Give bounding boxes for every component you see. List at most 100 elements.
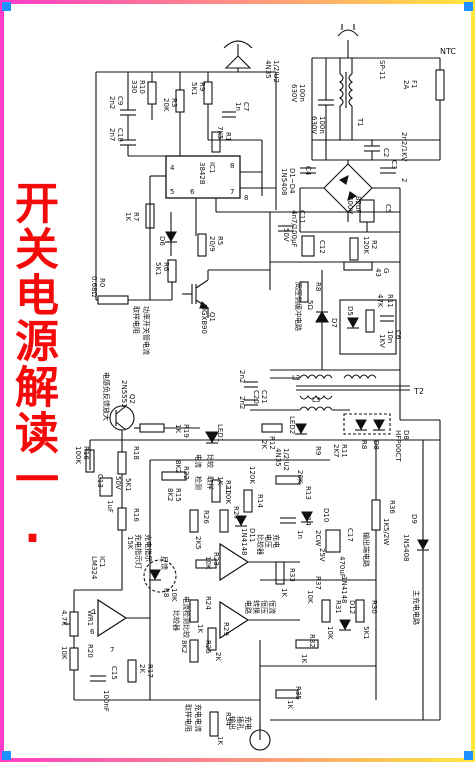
label-r3: R3 — [170, 98, 178, 107]
resistor-r5 — [197, 233, 207, 257]
diode-d9 — [417, 539, 429, 551]
pin-8: 8 — [230, 162, 234, 170]
capacitor-c1 — [318, 58, 334, 160]
label-r18: R18 — [132, 446, 140, 460]
label-charge-sample: 取样电阻 — [184, 704, 193, 732]
label-c13-volt: 50V — [114, 476, 122, 490]
resistor-r4-group — [343, 261, 373, 271]
resistor-r7 — [145, 203, 155, 229]
label-c1-value: 630V — [290, 84, 298, 102]
label-r11-value: 47K — [376, 294, 384, 308]
label-t2: T2 — [413, 387, 424, 396]
resistor-r1 — [211, 131, 221, 153]
label-r1-value: 7K5 — [216, 126, 224, 140]
label-c12: C12 — [318, 240, 326, 254]
label-d9-part: 1N5408 — [402, 534, 410, 562]
label-r29-value: 2K — [214, 652, 222, 661]
label-opto-top-part: 4N35 — [264, 60, 272, 79]
label-c4: C4 — [304, 166, 312, 176]
label-r31-value: 10K — [326, 626, 334, 640]
label-c11: C11 — [298, 210, 306, 224]
label-r33: R33 — [288, 568, 296, 582]
resistor-r36 — [371, 499, 381, 531]
op-amp-1 — [219, 542, 250, 582]
label-dd-sample: 取样 — [206, 476, 215, 490]
resistor-r27 — [219, 509, 229, 533]
label-r11b: R11 — [340, 444, 348, 458]
resistor-r30 — [355, 599, 365, 623]
label-r0-value: 0.68Ω — [90, 276, 98, 298]
label-feedback: 反馈 — [160, 556, 169, 570]
label-r37: R37 — [314, 576, 322, 590]
label-r18-value: 5K1 — [124, 478, 132, 492]
label-r34-value: 1K — [216, 736, 224, 745]
label-r35: R35 — [294, 686, 302, 700]
resistor-r8 — [299, 281, 309, 303]
headline-title: 开关电源解读一. — [7, 180, 58, 555]
label-r8-value: 5Ω — [306, 300, 314, 310]
resistor-r32 — [295, 639, 319, 649]
label-c6-value: 10n — [386, 330, 394, 343]
label-c9: C9 — [116, 96, 124, 105]
label-c2-100n: 100n — [318, 116, 326, 134]
optocoupler-bottom — [143, 559, 177, 593]
label-q1: Q1 — [208, 312, 216, 322]
electrolytic-c13 — [99, 477, 113, 497]
label-r19-value: 1K — [174, 424, 182, 433]
diode-d12 — [339, 619, 351, 631]
label-c2-630v: 630V — [310, 116, 318, 134]
resistor-r20 — [69, 647, 79, 671]
label-c7-value: 1n — [234, 102, 242, 111]
label-cc-cc: 恒流 — [268, 600, 277, 614]
label-d6: D6 — [158, 236, 166, 246]
label-r26: R26 — [202, 510, 210, 524]
label-c11-volt: 50V — [282, 228, 290, 242]
label-r15: R15 — [174, 488, 182, 502]
pin-ic1b-7: 7 — [110, 646, 114, 654]
label-f1: F1 — [410, 80, 418, 88]
label-c21: C21 — [260, 390, 268, 404]
label-ic1-part: 3842B — [198, 162, 206, 185]
label-led1: LED1 — [216, 424, 224, 442]
label-d8: D8 — [402, 430, 410, 440]
label-output-circuit: 输出端电路 — [362, 532, 371, 567]
label-two: 2 — [400, 178, 408, 182]
label-r8: R8 — [314, 282, 322, 291]
label-r32-value: 1K — [300, 654, 308, 663]
pin-ic1b-6: 6 — [90, 628, 95, 636]
resistor-r0 — [97, 295, 129, 305]
resistor-r18 — [117, 451, 127, 475]
label-cc-cv: 恒压 — [260, 600, 269, 614]
ic1-3842b — [165, 155, 241, 199]
label-r24: R24 — [204, 596, 212, 610]
label-hv-snubber: 高压侧缓冲电路 — [294, 282, 303, 331]
label-d5: D5 — [346, 306, 354, 316]
label-comparator: 比较器 — [172, 610, 181, 631]
label-r34: R34 — [224, 712, 232, 726]
label-r0: R0 — [98, 278, 106, 287]
resistor-r14 — [243, 489, 253, 513]
corner-marker-tl — [2, 2, 11, 11]
label-c19: 2n2 — [238, 370, 246, 383]
label-dd-detect: 检测 — [194, 476, 203, 490]
label-d7: D7 — [330, 318, 338, 328]
label-d8-part: HFP00CT — [394, 430, 402, 462]
label-r19: R19 — [182, 424, 190, 438]
label-current-compare: 电流检测比较 — [182, 596, 191, 638]
mosfet-q1 — [182, 279, 210, 309]
label-dd-current: 电流 — [194, 454, 203, 468]
label-c5: C5 — [384, 204, 392, 213]
pin-6: 6 — [190, 188, 195, 196]
label-d12-part: 1N4148 — [340, 576, 348, 604]
capacitor-c6 — [380, 315, 394, 322]
resistor-r11 — [365, 309, 375, 333]
label-r15-value: 8K2 — [166, 488, 174, 502]
label-r25: R25 — [204, 640, 212, 654]
electrolytic-c5 — [359, 199, 375, 232]
label-c3: C3 — [390, 160, 398, 169]
label-r26-value: 2K5 — [194, 536, 202, 550]
capacitor-c9 — [120, 109, 136, 116]
label-c20: C20 — [252, 390, 260, 404]
pin-ic1b-1: 1 — [92, 608, 96, 616]
